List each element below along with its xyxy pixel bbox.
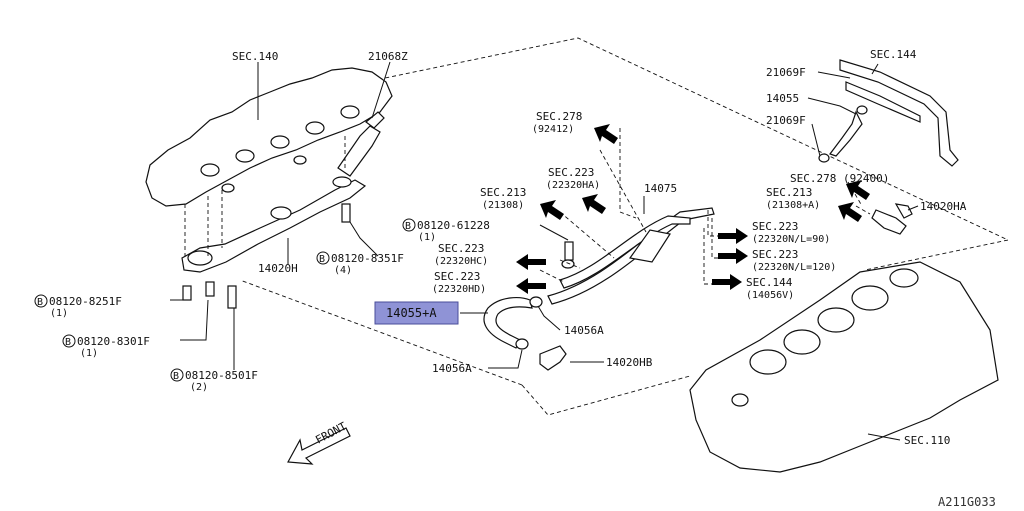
label-14020ha: 14020HA bbox=[920, 200, 967, 213]
label-bolt-8301: 08120-8301F bbox=[77, 335, 150, 348]
label-21068z: 21068Z bbox=[368, 50, 408, 63]
front-arrow: FRONT bbox=[287, 419, 351, 465]
label-bolt-8301-qty: (1) bbox=[80, 348, 98, 359]
label-sec223-hd: SEC.223 bbox=[434, 270, 480, 283]
guide-dashes bbox=[539, 128, 871, 285]
arrow-sec223-hc bbox=[516, 254, 546, 270]
label-14055: 14055 bbox=[766, 92, 799, 105]
label-14056a-2: 14056A bbox=[432, 362, 472, 375]
label-bolt-8351: 08120-8351F bbox=[331, 252, 404, 265]
dashed-boundary bbox=[239, 37, 1010, 416]
label-22320hc: (22320HC) bbox=[434, 256, 488, 267]
label-14056a-1: 14056A bbox=[564, 324, 604, 337]
label-sec213-right: SEC.213 bbox=[766, 186, 812, 199]
engine-block bbox=[689, 261, 999, 473]
b-symbol-8351: B bbox=[319, 254, 325, 265]
label-sec223-hc: SEC.223 bbox=[438, 242, 484, 255]
fuel-rail-14020h bbox=[181, 111, 385, 273]
label-sec140: SEC.140 bbox=[232, 50, 278, 63]
label-bolt-8251: 08120-8251F bbox=[49, 295, 122, 308]
label-sec223-ha: SEC.223 bbox=[548, 166, 594, 179]
arrow-sec223-hd bbox=[516, 278, 546, 294]
highlight-14055a[interactable]: 14055+A bbox=[374, 301, 459, 325]
direction-arrows bbox=[516, 124, 870, 294]
label-sec278-92412: SEC.278 bbox=[536, 110, 582, 123]
label-22320hd: (22320HD) bbox=[432, 284, 486, 295]
bolt-group-left bbox=[182, 203, 574, 309]
arrow-sec213-21308a bbox=[838, 202, 862, 222]
label-sec144-right: SEC.144 bbox=[746, 276, 793, 289]
b-symbol-8301: B bbox=[65, 337, 71, 348]
label-14075: 14075 bbox=[644, 182, 677, 195]
label-bolt-8501-qty: (2) bbox=[190, 382, 208, 393]
highlight-box[interactable] bbox=[374, 301, 459, 325]
arrow-sec144-14056v bbox=[712, 274, 742, 290]
label-21308a: (21308+A) bbox=[766, 200, 820, 211]
diagram-id: A211G033 bbox=[938, 495, 996, 509]
b-symbol-8501: B bbox=[173, 371, 179, 382]
hose-assembly-14075 bbox=[547, 207, 715, 305]
label-sec213-left: SEC.213 bbox=[480, 186, 526, 199]
label-bolt-8351-qty: (4) bbox=[334, 265, 352, 276]
label-21069f-a: 21069F bbox=[766, 66, 806, 79]
label-sec278-92400: SEC.278 (92400) bbox=[790, 172, 889, 185]
label-sec144-top: SEC.144 bbox=[870, 48, 917, 61]
mount-dash-1 bbox=[184, 136, 346, 260]
connector-14020ha bbox=[871, 203, 913, 235]
arrow-sec278-92400 bbox=[846, 180, 870, 200]
label-21069f-b: 21069F bbox=[766, 114, 806, 127]
label-bolt-8251-qty: (1) bbox=[50, 308, 68, 319]
hose-14055a bbox=[483, 296, 567, 371]
label-bolt-61228: 08120-61228 bbox=[417, 219, 490, 232]
label-14020h: 14020H bbox=[258, 262, 298, 275]
arrow-sec278-92412 bbox=[594, 124, 618, 144]
label-21308: (21308) bbox=[482, 200, 524, 211]
intake-manifold bbox=[145, 67, 393, 207]
vacuum-tube-sec144 bbox=[818, 59, 959, 167]
b-symbol-8251: B bbox=[37, 297, 43, 308]
label-22320n-90: (22320N/L=90) bbox=[752, 234, 830, 245]
highlight-label: 14055+A bbox=[386, 306, 437, 320]
label-92412: (92412) bbox=[532, 124, 574, 135]
label-bolt-8501: 08120-8501F bbox=[185, 369, 258, 382]
arrow-sec223-n120 bbox=[718, 248, 748, 264]
b-symbol-61228: B bbox=[405, 221, 411, 232]
label-sec223-n90: SEC.223 bbox=[752, 220, 798, 233]
leader-lines bbox=[170, 61, 919, 441]
labels: SEC.140 21068Z SEC.144 21069F 14055 2106… bbox=[34, 48, 967, 447]
arrow-sec223-n90 bbox=[718, 228, 748, 244]
label-bolt-61228-qty: (1) bbox=[418, 232, 436, 243]
label-sec223-n120: SEC.223 bbox=[752, 248, 798, 261]
label-14056v: (14056V) bbox=[746, 290, 794, 301]
arrow-sec223-ha bbox=[582, 194, 606, 214]
label-22320n-120: (22320N/L=120) bbox=[752, 262, 836, 273]
arrow-sec213-21308 bbox=[540, 200, 564, 220]
label-sec110: SEC.110 bbox=[904, 434, 950, 447]
label-14020hb: 14020HB bbox=[606, 356, 653, 369]
label-22320ha: (22320HA) bbox=[546, 180, 600, 191]
